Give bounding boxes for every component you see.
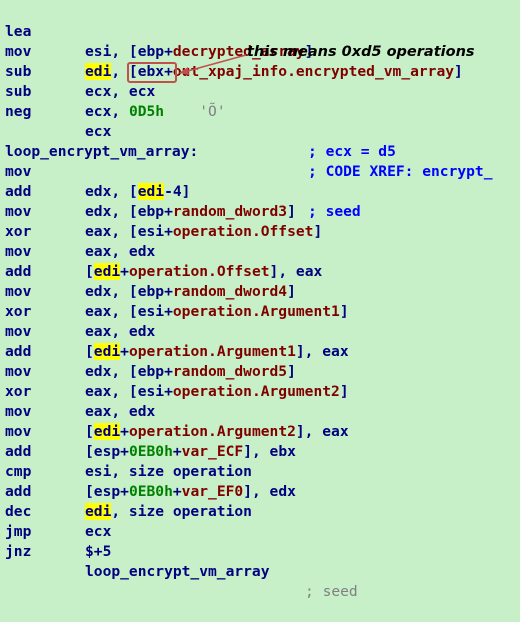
operands: ecx [85,123,112,140]
operands[interactable]: loop_encrypt_vm_array [85,563,270,580]
mnemonic: cmp [5,463,32,480]
operands: [esp+0EB0h+var_EF0], edx [85,483,296,500]
mnemonic: add [5,263,32,280]
code-line[interactable]: add esi, size operation [5,422,252,480]
label: loop_encrypt_vm_array: [5,143,199,160]
code-line[interactable]: add edx, [ebp+random_dword3] [5,162,296,220]
comment: ; ecx = d5 [308,143,396,160]
mnemonic: neg [5,103,32,120]
operands: eax, [esi+operation.Argument2] [85,383,349,400]
code-line[interactable]: dec ecx [5,482,111,540]
mnemonic: add [5,183,32,200]
operands: [edi+operation.Argument2], eax [85,423,349,440]
operands: [esp+0EB0h+var_ECF], ebx [85,443,296,460]
code-line[interactable]: xor eax, edx [5,362,155,420]
operands: edx, [edi-4] [85,183,191,200]
mnemonic: add [5,343,32,360]
mnemonic: jmp [5,523,32,540]
mnemonic: mov [5,243,32,260]
code-label[interactable]: loop_encrypt_vm_array: ; CODE XREF: encr… [5,122,493,180]
mnemonic: add [5,443,32,460]
code-line[interactable]: xor eax, edx [5,202,155,260]
operands: eax, edx [85,323,156,340]
comment: ; seed [308,203,361,220]
mnemonic: mov [5,283,32,300]
mnemonic: mov [5,423,32,440]
operands: ecx, ecx [85,83,156,100]
char-hint: 'Õ' [199,103,226,120]
mnemonic: jnz [5,543,32,560]
operands: eax, edx [85,403,156,420]
code-line[interactable]: mov [edi+operation.Offset], eax [5,222,322,280]
code-line[interactable]: xor eax, edx [5,282,155,340]
code-line[interactable]: add edx, [ebp+random_dword4] [5,242,296,300]
code-line[interactable]: add edi, size operation [5,462,252,520]
operands: edx, [ebp+random_dword4] [85,283,296,300]
code-line[interactable]: cmp [esp+0EB0h+var_EF0], edx [5,442,296,500]
operands: edx, [ebp+random_dword3] [85,203,296,220]
operands: eax, [esi+operation.Argument1] [85,303,349,320]
mnemonic: add [5,483,32,500]
code-line[interactable]: mov eax, [esi+operation.Argument2] [5,342,349,400]
code-line[interactable]: sub ecx, ecx [5,42,155,100]
operands: [edi+operation.Argument1], eax [85,343,349,360]
operands: [edi+operation.Offset], eax [85,263,323,280]
mnemonic: xor [5,303,32,320]
mnemonic: sub [5,63,32,80]
code-line[interactable]: mov eax, [esi+operation.Offset] [5,182,322,240]
mnemonic: xor [5,223,32,240]
operands: esi, size operation [85,463,252,480]
code-line[interactable]: mov eax, [esi+operation.Argument1] [5,262,349,320]
operands: ecx, 0D5h 'Õ' [85,103,226,120]
mnemonic: mov [5,203,32,220]
mnemonic: sub [5,83,32,100]
operands: edi, size operation [85,503,252,520]
code-line[interactable]: mov [edi+operation.Argument1], eax [5,302,349,360]
code-line[interactable]: mov edi, [ebx+out_xpaj_info.encrypted_vm… [5,22,463,80]
operands: edx, [ebp+random_dword5] [85,363,296,380]
code-line[interactable]: jmp $+5 [5,502,111,560]
mnemonic: xor [5,383,32,400]
mnemonic: mov [5,323,32,340]
operands: ecx [85,523,112,540]
code-line[interactable]: add edx, [ebp+random_dword5] [5,322,296,380]
code-line[interactable]: jnz loop_encrypt_vm_array ; seed [5,522,358,600]
disassembly-listing: lea esi, [ebp+decrypted_array] mov edi, … [5,2,493,600]
code-line[interactable]: mov [esp+0EB0h+var_ECF], ebx [5,402,296,460]
operands: eax, edx [85,243,156,260]
mnemonic: mov [5,163,32,180]
mnemonic: lea [5,23,32,40]
code-line[interactable]: mov [edi+operation.Argument2], eax [5,382,349,440]
mnemonic: mov [5,363,32,380]
comment: ; seed [305,583,358,600]
mnemonic: mov [5,403,32,420]
code-line[interactable]: neg ecx ; ecx = d5 [5,82,396,160]
operands: eax, [esi+operation.Offset] [85,223,323,240]
mnemonic: dec [5,503,32,520]
annotation-highlight-box [127,62,177,83]
annotation-text: this means 0xd5 operations [247,44,475,60]
code-line[interactable]: lea esi, [ebp+decrypted_array] [5,2,313,60]
comment: ; CODE XREF: encrypt_ [308,163,493,180]
operands: $+5 [85,543,112,560]
code-line[interactable]: sub ecx, 0D5h 'Õ' [5,62,226,120]
mnemonic: mov [5,43,32,60]
code-line[interactable]: mov edx, [edi-4] ; seed [5,142,361,220]
